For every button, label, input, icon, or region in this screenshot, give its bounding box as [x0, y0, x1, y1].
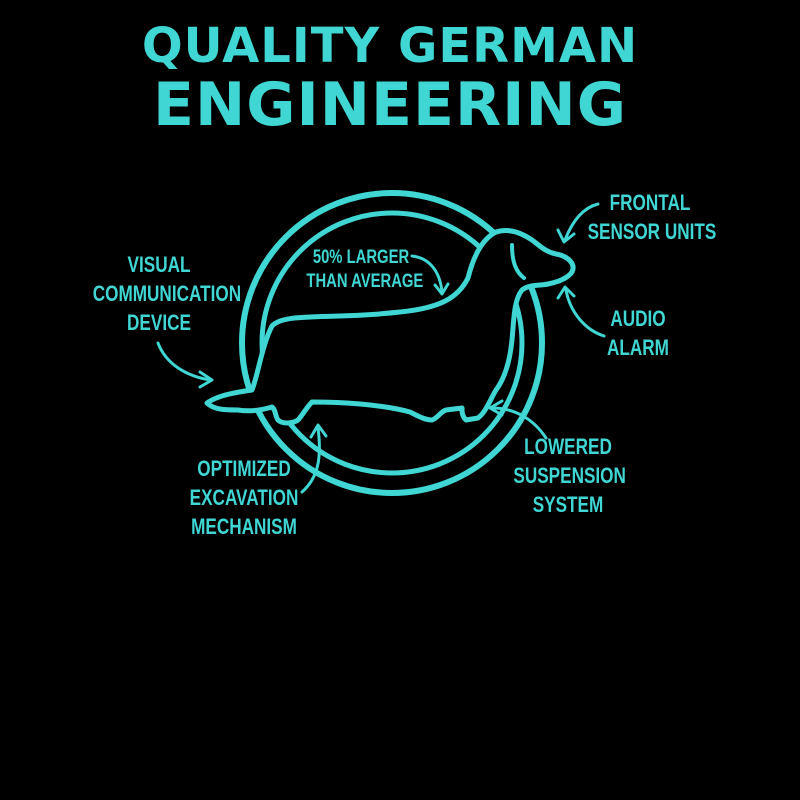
visual-communication-label: VISUAL COMMUNICATION DEVICE: [92, 250, 242, 337]
larger-label: 50% LARGER THAN AVERAGE: [306, 246, 424, 294]
excavation-arrow-icon: [300, 426, 321, 494]
dog-ear-icon: [510, 243, 526, 280]
outer-ring: [239, 190, 545, 496]
dachshund-outline-icon: [204, 227, 576, 426]
lowered-suspension-label: LOWERED SUSPENSION SYSTEM: [513, 432, 626, 519]
audio-alarm-label: AUDIO ALARM: [599, 304, 677, 362]
larger-label-line-1: 50% LARGER: [312, 247, 410, 268]
optimized-label-line-1: OPTIMIZED: [197, 456, 291, 481]
suspension-arrow-icon: [490, 406, 548, 440]
title-line-1: QUALITY GERMAN: [141, 18, 639, 74]
visual-arrow-icon: [156, 341, 212, 382]
lowered-label-line-3: SYSTEM: [532, 492, 604, 517]
audio-arrow-icon: [564, 288, 606, 338]
title-line-2: ENGINEERING: [153, 70, 627, 140]
visual-label-line-3: DEVICE: [127, 310, 191, 335]
frontal-label-line-2: SENSOR UNITS: [587, 219, 717, 244]
larger-label-line-2: THAN AVERAGE: [306, 271, 424, 292]
optimized-excavation-label: OPTIMIZED EXCAVATION MECHANISM: [189, 454, 299, 541]
visual-label-line-2: COMMUNICATION: [92, 281, 242, 306]
frontal-sensor-label: FRONTAL SENSOR UNITS: [587, 188, 717, 246]
optimized-label-line-3: MECHANISM: [191, 514, 297, 539]
audio-label-line-1: AUDIO: [610, 306, 666, 331]
frontal-arrow-icon: [563, 202, 600, 242]
optimized-label-line-2: EXCAVATION: [189, 485, 299, 510]
audio-label-line-2: ALARM: [607, 335, 669, 360]
frontal-label-line-1: FRONTAL: [609, 190, 691, 215]
inner-ring: [259, 210, 525, 476]
lowered-label-line-2: SUSPENSION: [513, 463, 626, 488]
visual-label-line-1: VISUAL: [127, 252, 191, 277]
larger-arrow-icon: [410, 254, 444, 294]
lowered-label-line-1: LOWERED: [524, 434, 612, 459]
